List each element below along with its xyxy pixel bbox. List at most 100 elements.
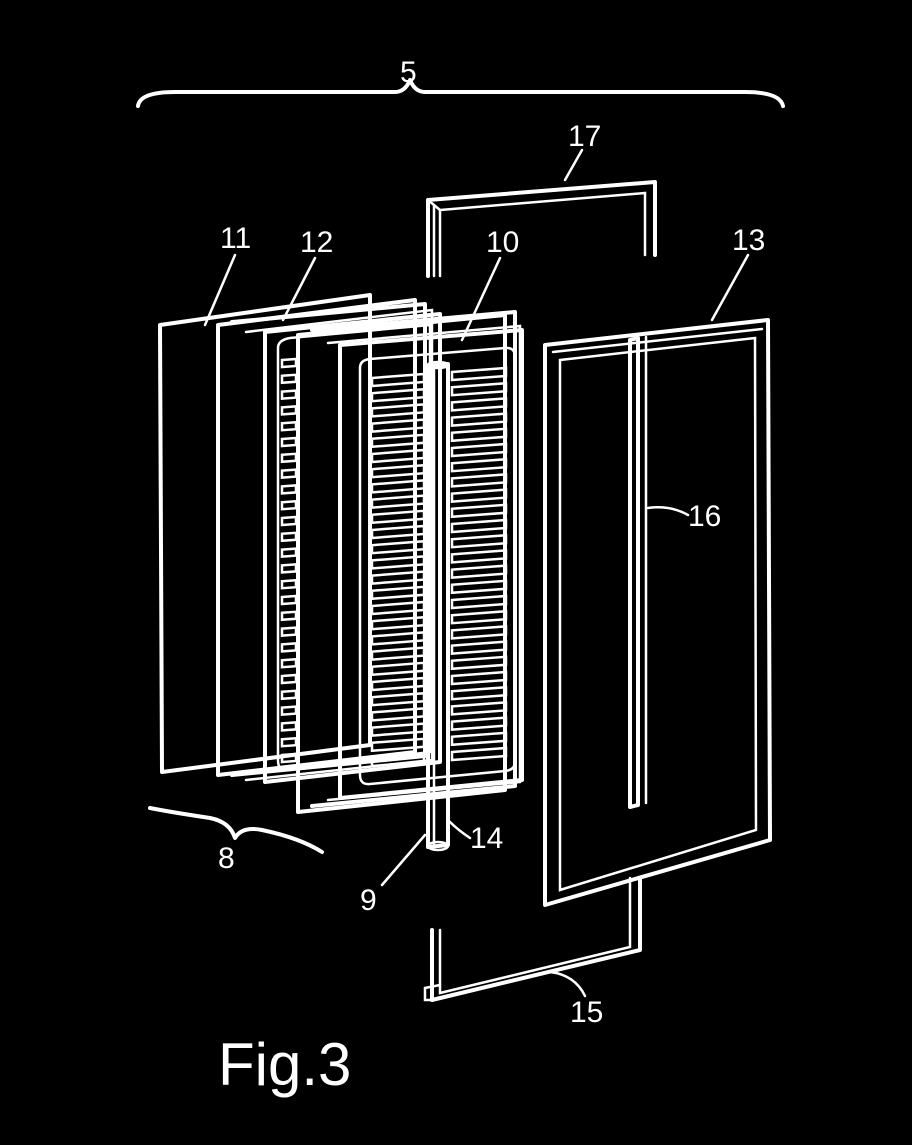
- label-14: 14: [470, 822, 503, 855]
- part-9-tube: [426, 360, 450, 852]
- channel-slot: [450, 609, 508, 625]
- channel-slot: [370, 676, 426, 692]
- figure-caption: Fig.3: [218, 1031, 351, 1098]
- channel-slot: [280, 705, 298, 716]
- label-10: 10: [486, 226, 519, 259]
- channel-slot: [280, 752, 298, 764]
- channel-slot: [370, 707, 426, 722]
- channel-slot: [370, 448, 426, 464]
- channel-slot: [280, 515, 298, 527]
- channel-slot: [280, 689, 298, 701]
- part-16-rod: [628, 335, 648, 809]
- part-17-top-frame: [426, 180, 657, 278]
- channel-slot: [450, 625, 508, 640]
- channel-slot: [280, 484, 298, 495]
- channel-slot: [370, 433, 426, 449]
- channel-slot: [370, 585, 426, 601]
- channel-slot: [450, 473, 508, 488]
- channel-slot: [370, 737, 426, 753]
- channel-slot: [370, 403, 426, 418]
- channel-slot: [370, 752, 426, 768]
- channel-slot: [280, 373, 298, 385]
- part-13-frame: [543, 318, 772, 907]
- channel-slot: [280, 578, 298, 590]
- channel-slot: [280, 420, 298, 432]
- label-16: 16: [688, 500, 721, 533]
- channel-slot: [370, 691, 426, 707]
- channel-slot: [280, 357, 298, 369]
- channel-slot: [450, 549, 508, 564]
- label-17: 17: [568, 120, 601, 153]
- channel-slot: [450, 685, 508, 701]
- channel-slots: [280, 357, 508, 768]
- channel-slot: [370, 494, 426, 509]
- label-13: 13: [732, 224, 765, 257]
- channel-slot: [280, 642, 298, 653]
- channel-slot: [450, 503, 508, 519]
- channel-slot: [280, 736, 298, 748]
- label-5: 5: [400, 56, 417, 89]
- channel-slot: [280, 547, 298, 558]
- part-15-bottom-frame: [423, 876, 642, 1002]
- channel-slot: [450, 518, 508, 534]
- channel-slot: [280, 405, 298, 416]
- channel-slot: [450, 488, 508, 503]
- channel-slot: [450, 579, 508, 595]
- leader-lines: [203, 148, 750, 998]
- label-11: 11: [220, 222, 251, 255]
- channel-slot: [370, 661, 426, 677]
- channel-slot: [370, 479, 426, 494]
- channel-slot: [280, 721, 298, 732]
- channel-slot: [370, 570, 426, 585]
- channel-slot: [280, 673, 298, 685]
- channel-slot: [370, 555, 426, 570]
- channel-slot: [370, 524, 426, 540]
- channel-slot: [280, 436, 298, 448]
- label-12: 12: [300, 226, 333, 259]
- channel-slot: [280, 594, 298, 606]
- channel-slot: [370, 418, 426, 433]
- channel-slot: [450, 564, 508, 579]
- channel-slot: [370, 463, 426, 479]
- channel-slot: [370, 387, 426, 403]
- channel-slot: [370, 631, 426, 646]
- brace-8: [148, 806, 324, 854]
- channel-slot: [370, 615, 426, 631]
- channel-slot: [280, 626, 298, 637]
- channel-slot: [450, 427, 508, 443]
- channel-slot: [450, 457, 508, 473]
- channel-slot: [450, 640, 508, 655]
- label-15: 15: [570, 996, 603, 1029]
- channel-slot: [280, 468, 298, 479]
- channel-slot: [450, 731, 508, 747]
- channel-slot: [450, 670, 508, 686]
- channel-slot: [450, 716, 508, 731]
- channel-slot: [450, 366, 508, 382]
- channel-slot: [280, 452, 298, 464]
- label-8: 8: [218, 842, 235, 875]
- brace-5: [136, 78, 785, 108]
- part-10-flow-plate: [280, 310, 524, 814]
- channel-slot: [450, 746, 508, 762]
- part-11-end-plate: [158, 293, 372, 774]
- channel-slot: [450, 412, 508, 427]
- channel-slot: [450, 533, 508, 549]
- channel-slot: [280, 610, 298, 622]
- channel-slot: [280, 389, 298, 400]
- channel-slot: [280, 531, 298, 543]
- channel-slot: [280, 563, 298, 574]
- channel-slot: [370, 539, 426, 555]
- channel-slot: [450, 381, 508, 397]
- channel-slot: [370, 646, 426, 661]
- channel-slot: [450, 442, 508, 458]
- channel-slot: [370, 722, 426, 737]
- channel-slot: [280, 657, 298, 669]
- channel-slot: [280, 499, 298, 511]
- channel-slot: [370, 509, 426, 525]
- channel-slot: [450, 397, 508, 412]
- channel-slot: [450, 655, 508, 671]
- channel-slot: [450, 701, 508, 716]
- channel-slot: [450, 594, 508, 610]
- channel-slot: [370, 372, 426, 388]
